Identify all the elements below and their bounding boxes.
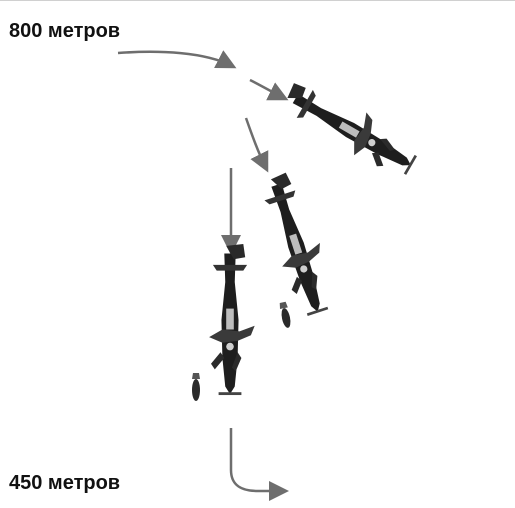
bomb-icon <box>192 373 200 401</box>
altitude-label-450: 450 метров <box>9 472 121 494</box>
dive-bomber-icon <box>254 169 341 319</box>
bomb-icon <box>279 301 291 328</box>
altitude-label-800: 800 метров <box>9 20 121 42</box>
curved-arrow-icon <box>117 50 237 69</box>
curved-arrow-icon <box>229 428 289 501</box>
curved-arrow-icon <box>249 78 289 101</box>
dive-bomber-icon <box>209 244 255 396</box>
dive-bomber-icon <box>277 73 424 183</box>
curved-arrow-icon <box>244 117 269 173</box>
top-border <box>0 0 515 1</box>
